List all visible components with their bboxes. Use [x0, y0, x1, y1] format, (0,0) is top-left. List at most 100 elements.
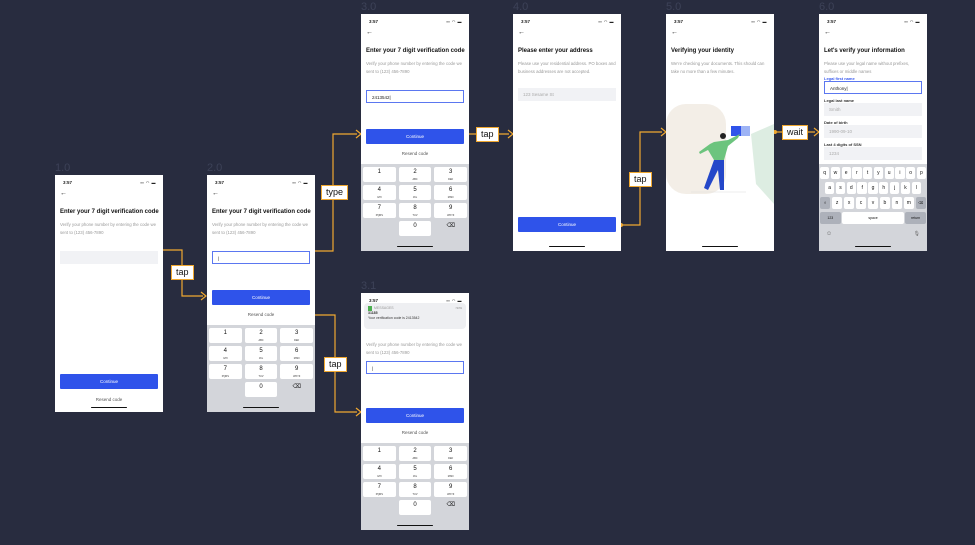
resend-code-link[interactable]: Resend code [247, 312, 275, 317]
continue-button[interactable]: Continue [60, 374, 158, 389]
key-d[interactable]: d [846, 182, 856, 194]
key-r[interactable]: r [852, 167, 862, 179]
address-input[interactable]: 123 Sesame St [518, 88, 616, 101]
resend-code-link[interactable]: Resend code [401, 151, 429, 156]
keypad-key-⌫[interactable]: ⌫ [280, 382, 313, 397]
resend-code-link[interactable]: Resend code [95, 397, 123, 402]
verification-code-input[interactable]: | [212, 251, 310, 264]
keypad-key-0[interactable]: 0 [398, 500, 432, 515]
key-⇧[interactable]: ⇧ [820, 197, 831, 209]
return-key[interactable]: return [905, 212, 926, 224]
keypad-key-1[interactable]: 1 [363, 446, 396, 461]
key-i[interactable]: i [895, 167, 905, 179]
keypad-key-1[interactable]: 1 [209, 328, 242, 343]
back-arrow-icon[interactable]: ← [60, 190, 67, 197]
screen-description: Verify your phone number by entering the… [212, 222, 309, 235]
key-digit: 3 [295, 330, 299, 336]
resend-code-link[interactable]: Resend code [401, 430, 429, 435]
continue-button[interactable]: Continue [366, 408, 464, 423]
key-b[interactable]: b [879, 197, 891, 209]
field-input-1[interactable]: Smith [824, 103, 922, 116]
screen-label: 5.0 [666, 1, 682, 13]
mic-icon[interactable]: 🎙 [913, 231, 920, 237]
key-j[interactable]: j [889, 182, 900, 194]
phone-screen-3-0: 3:57▪▪ ◠ ▬←Enter your 7 digit verificati… [361, 14, 469, 251]
back-arrow-icon[interactable]: ← [366, 29, 373, 36]
key-p[interactable]: p [916, 167, 926, 179]
continue-button[interactable]: Continue [212, 290, 310, 305]
keypad-key-⌫[interactable]: ⌫ [434, 500, 467, 515]
key-l[interactable]: l [911, 182, 921, 194]
key-q[interactable]: q [820, 167, 830, 179]
verification-code-input[interactable]: 2413542| [366, 90, 464, 103]
continue-button[interactable]: Continue [518, 217, 616, 232]
key-h[interactable]: h [879, 182, 889, 194]
key-s[interactable]: s [835, 182, 846, 194]
key-z[interactable]: z [831, 197, 843, 209]
key-x[interactable]: x [843, 197, 855, 209]
verification-code-input[interactable] [60, 251, 158, 264]
verification-code-input[interactable]: | [366, 361, 464, 374]
key-u[interactable]: u [884, 167, 894, 179]
key-c[interactable]: c [855, 197, 867, 209]
key-g[interactable]: g [868, 182, 878, 194]
key-f[interactable]: f [857, 182, 867, 194]
key-t[interactable]: t [863, 167, 873, 179]
key-digit: 1 [377, 448, 381, 454]
keypad-key-0[interactable]: 0 [244, 382, 278, 397]
key-⌫[interactable]: ⌫ [915, 197, 926, 209]
key-n[interactable]: n [891, 197, 903, 209]
key-k[interactable]: k [900, 182, 911, 194]
keypad-key-1[interactable]: 1 [363, 167, 396, 182]
key-e[interactable]: e [841, 167, 851, 179]
key-letters: WXYZ [293, 375, 301, 378]
keypad-key-⌫[interactable]: ⌫ [434, 221, 467, 236]
field-input-2[interactable]: 1990-09-10 [824, 125, 922, 138]
field-input-0[interactable]: Anthony| [824, 81, 922, 94]
back-arrow-icon[interactable]: ← [212, 190, 219, 197]
key-w[interactable]: w [830, 167, 840, 179]
field-input-3[interactable]: 1234 [824, 147, 922, 160]
back-arrow-icon[interactable]: ← [671, 29, 678, 36]
key-letters: DEF [448, 178, 454, 181]
key-o[interactable]: o [906, 167, 916, 179]
back-arrow-icon[interactable]: ← [518, 29, 525, 36]
continue-button[interactable]: Continue [366, 129, 464, 144]
back-arrow-icon[interactable]: ← [824, 29, 831, 36]
key-v[interactable]: v [867, 197, 879, 209]
space-key[interactable]: space [842, 212, 904, 224]
key-a[interactable]: a [825, 182, 835, 194]
emoji-icon[interactable]: ☺ [826, 231, 833, 237]
key-m[interactable]: m [903, 197, 914, 209]
notification-time: now [455, 306, 462, 310]
keypad-key-0[interactable]: 0 [398, 221, 432, 236]
key-y[interactable]: y [873, 167, 883, 179]
key-123[interactable]: 123 [820, 212, 841, 224]
